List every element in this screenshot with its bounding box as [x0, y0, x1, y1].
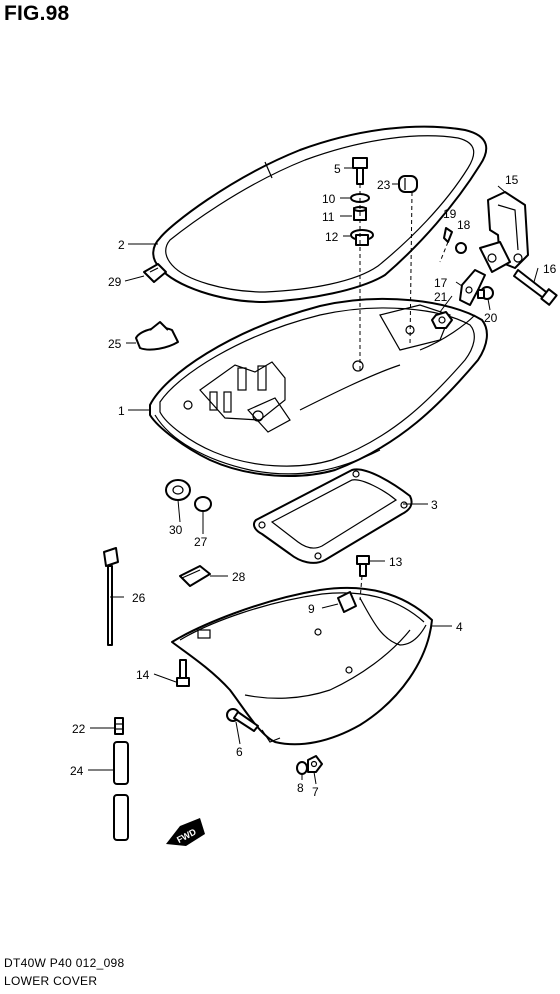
- callout-22: 22: [72, 722, 86, 736]
- callout-9: 9: [308, 602, 315, 616]
- callout-20: 20: [484, 311, 498, 325]
- callout-15: 15: [505, 173, 519, 187]
- part-13-bolt: [356, 555, 370, 577]
- callout-21: 21: [434, 290, 448, 304]
- callout-18: 18: [457, 218, 471, 232]
- part-4-lower-cover-bottom: [171, 586, 433, 746]
- callout-19: 19: [443, 207, 457, 221]
- part-1-lower-cover-shell: [149, 297, 488, 477]
- callout-4: 4: [456, 620, 463, 634]
- callout-3: 3: [431, 498, 438, 512]
- part-7-nut: [307, 755, 323, 773]
- callout-23: 23: [377, 178, 391, 192]
- callout-1: 1: [118, 404, 125, 418]
- part-23-stopper: [398, 175, 418, 193]
- callout-30: 30: [169, 523, 183, 537]
- callout-26: 26: [132, 591, 146, 605]
- part-27-plug: [194, 496, 212, 512]
- part-15-bracket: [479, 191, 529, 273]
- part-21-nut: [431, 311, 453, 329]
- part-6-bolt: [226, 708, 259, 732]
- part-28-cap: [179, 565, 211, 587]
- part-16-bolt: [513, 269, 558, 306]
- drawing-code: DT40W P40 012_098: [4, 956, 125, 970]
- figure-title: FIG.98: [4, 2, 70, 25]
- callout-numbers: 2 1 3 4 5 10 11 12 23 15 19 18 16 17 21 …: [70, 162, 557, 799]
- callout-13: 13: [389, 555, 403, 569]
- leader-lines: [88, 167, 539, 785]
- callout-5: 5: [334, 162, 341, 176]
- part-26-tie-strap: [103, 547, 119, 646]
- callout-29: 29: [108, 275, 122, 289]
- callout-11: 11: [322, 210, 335, 224]
- part-12-grommet: [350, 229, 374, 246]
- part-29-grommet: [143, 263, 167, 283]
- callout-6: 6: [236, 745, 243, 759]
- part-24-hose: [113, 741, 129, 841]
- callout-25: 25: [108, 337, 122, 351]
- part-22-fitting: [114, 717, 124, 735]
- part-19-clip: [443, 227, 453, 243]
- assembly-lines: [359, 184, 449, 601]
- part-2-seal-ring: [152, 125, 488, 303]
- callout-24: 24: [70, 764, 84, 778]
- part-18-washer: [455, 242, 467, 254]
- callout-14: 14: [136, 668, 150, 682]
- part-25-elbow-grommet: [135, 321, 179, 351]
- callout-2: 2: [118, 238, 125, 252]
- part-30-grommet: [165, 479, 191, 501]
- callout-10: 10: [322, 192, 336, 206]
- part-3-gasket-plate: [253, 468, 413, 564]
- assembly-name: LOWER COVER: [4, 974, 98, 988]
- part-20-bolt: [477, 286, 494, 300]
- part-9-clip: [337, 591, 357, 613]
- callout-17: 17: [434, 276, 448, 290]
- part-14-bolt: [176, 659, 190, 687]
- callout-12: 12: [325, 230, 339, 244]
- callout-16: 16: [543, 262, 557, 276]
- forward-arrow-icon: FWD: [166, 818, 205, 846]
- callout-7: 7: [312, 785, 319, 799]
- part-17-bracket: [459, 269, 486, 306]
- callout-28: 28: [232, 570, 246, 584]
- callout-8: 8: [297, 781, 304, 795]
- callout-27: 27: [194, 535, 208, 549]
- part-8-washer: [296, 761, 308, 775]
